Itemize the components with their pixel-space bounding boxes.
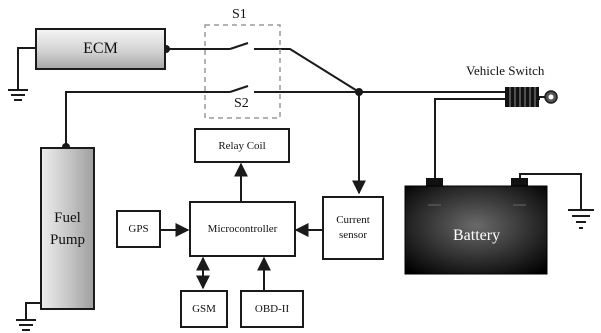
ecm-label: ECM xyxy=(83,40,118,57)
gsm-box: GSM xyxy=(180,290,228,328)
gsm-label: GSM xyxy=(192,303,216,315)
ground-ecm-icon xyxy=(8,89,28,101)
ground-battery-icon xyxy=(568,209,594,229)
relay-dashed-outline xyxy=(204,24,281,119)
relay-coil-box: Relay Coil xyxy=(194,128,290,163)
gps-label: GPS xyxy=(128,223,149,235)
battery-label: Battery xyxy=(453,227,501,244)
switch-contacts xyxy=(229,42,249,93)
wires xyxy=(17,47,582,320)
battery-terminal-negative xyxy=(511,178,528,188)
s1-label: S1 xyxy=(232,7,247,22)
fuel-pump-box: Fuel Pump xyxy=(40,147,95,310)
obd-box: OBD-II xyxy=(240,290,304,328)
current-sensor-label: Current sensor xyxy=(336,214,370,241)
microcontroller-box: Microcontroller xyxy=(189,201,296,257)
fuel-pump-label: Fuel Pump xyxy=(49,209,85,248)
obd-label: OBD-II xyxy=(254,303,290,315)
ground-pump-icon xyxy=(16,319,36,331)
microcontroller-label: Microcontroller xyxy=(207,223,278,235)
s2-label: S2 xyxy=(234,96,249,111)
vehicle-switch-key-icon xyxy=(505,87,558,107)
battery-terminal-positive xyxy=(426,178,443,188)
current-sensor-box: Current sensor xyxy=(322,196,384,260)
vehicle-switch-label: Vehicle Switch xyxy=(466,63,545,78)
ecm-box: ECM xyxy=(35,28,166,70)
battery-body xyxy=(404,185,548,275)
relay-coil-label: Relay Coil xyxy=(218,139,266,152)
gps-box: GPS xyxy=(116,210,161,248)
